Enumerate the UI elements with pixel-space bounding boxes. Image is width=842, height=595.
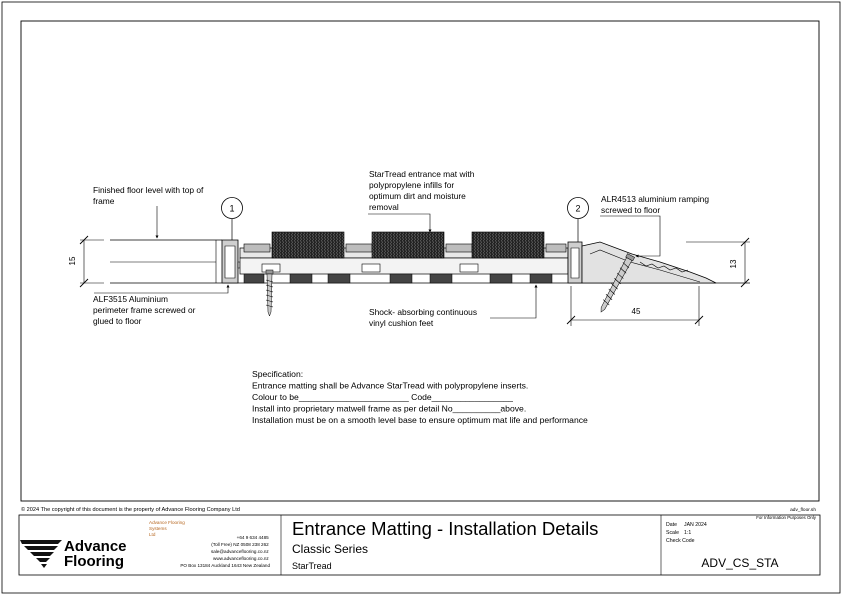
logo-line-2: Flooring xyxy=(64,553,124,570)
company-contact: +64 9 634 4485 (Toll Free) NZ 0508 238 2… xyxy=(180,535,270,568)
note-perimeter-frame: ALF3515 Aluminium perimeter frame screwe… xyxy=(93,294,198,326)
copyright-notice: © 2024 The copyright of this document is… xyxy=(21,506,240,513)
screw-left xyxy=(265,269,274,317)
drawing-title: Entrance Matting - Installation Details xyxy=(292,518,598,539)
brush-inserts xyxy=(271,231,545,259)
svg-text:45: 45 xyxy=(632,307,641,316)
note-cushion-feet: Shock- absorbing continuous vinyl cushio… xyxy=(369,307,479,328)
drawing-border xyxy=(20,20,820,502)
check-code-label: Check Code xyxy=(666,538,695,544)
leaders xyxy=(94,206,661,319)
callout-1: 1 xyxy=(221,197,243,240)
advance-flooring-logo: Advance Flooring xyxy=(20,538,127,570)
note-startread-mat: StarTread entrance mat with polypropylen… xyxy=(369,169,477,212)
screw-ramp xyxy=(600,253,635,313)
top-right-code: adv_floor.sh xyxy=(790,507,816,513)
for-information-note: For Information Purposes Only xyxy=(756,515,817,520)
note-finished-floor: Finished floor level with top of frame xyxy=(93,185,206,206)
dimension-ramp-width: 45 xyxy=(566,286,704,326)
dimension-right-height: 13 xyxy=(686,237,750,288)
svg-text:15: 15 xyxy=(68,256,77,265)
svg-text:2: 2 xyxy=(575,204,580,214)
section-drawing: 1 2 15 13 xyxy=(68,169,750,328)
cushion-feet xyxy=(243,273,553,284)
dimension-left-height: 15 xyxy=(68,235,104,288)
date-label: Date xyxy=(666,522,677,528)
svg-text:13: 13 xyxy=(729,259,738,268)
title-block: Advance Flooring Advance Flooring System… xyxy=(18,514,821,576)
company-name-small: Advance Flooring Systems Ltd xyxy=(149,520,186,537)
note-ramping: ALR4513 aluminium ramping screwed to flo… xyxy=(601,194,711,215)
date-value: JAN 2024 xyxy=(684,522,707,528)
drawing-series: Classic Series xyxy=(292,542,368,556)
scale-value: 1:1 xyxy=(684,530,691,536)
scale-label: Scale xyxy=(666,530,679,536)
logo-line-1: Advance xyxy=(64,538,127,555)
drawing-code: ADV_CS_STA xyxy=(701,556,778,570)
ramp-section xyxy=(567,241,717,284)
callout-2: 2 xyxy=(567,197,589,242)
specification: Specification: Entrance matting shall be… xyxy=(252,369,588,425)
drawing-product: StarTread xyxy=(292,561,332,571)
svg-text:1: 1 xyxy=(229,204,234,214)
